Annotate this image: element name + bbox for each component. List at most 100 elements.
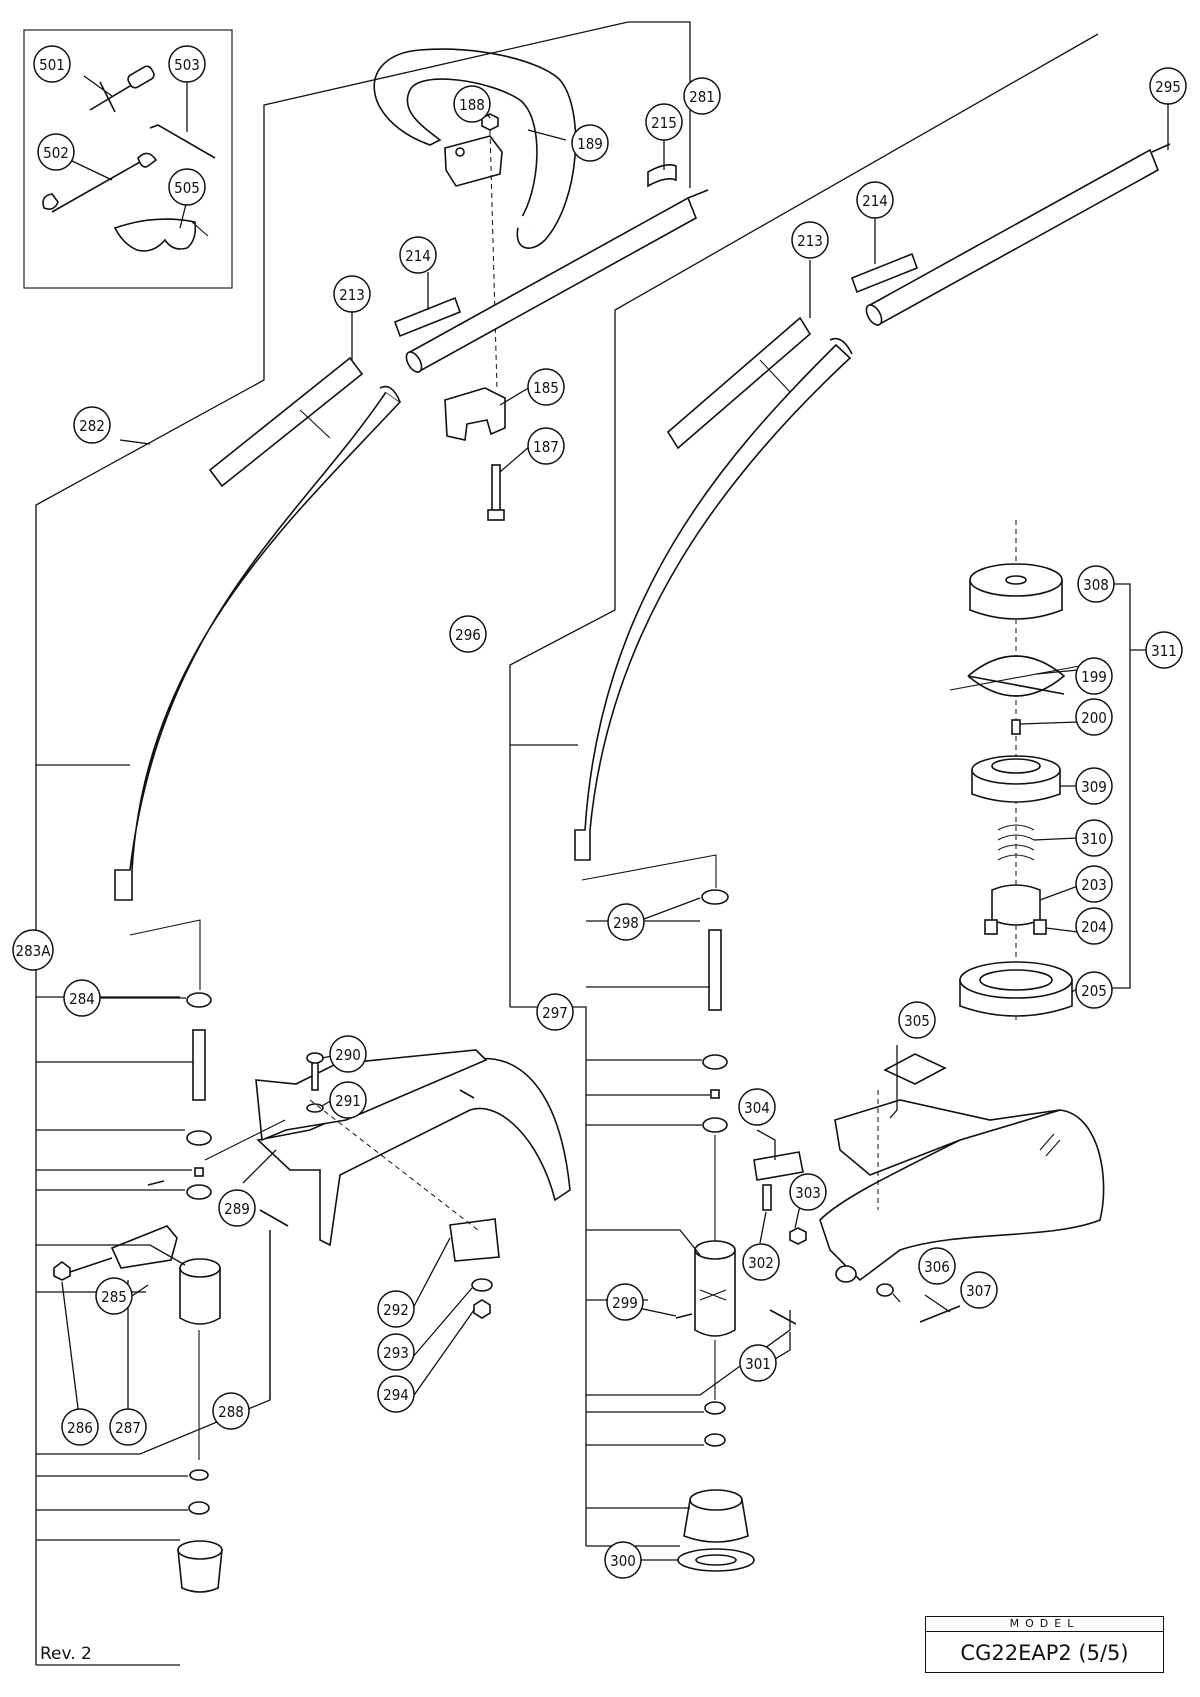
callout-297: 297 xyxy=(536,993,574,1031)
spanner-part xyxy=(42,152,158,213)
callout-203: 203 xyxy=(1075,865,1113,903)
callout-282: 282 xyxy=(73,406,111,444)
upper-shaft-left xyxy=(405,189,709,374)
callout-283A: 283A xyxy=(12,929,54,971)
callout-number: 205 xyxy=(1081,982,1107,1000)
callout-213a: 213 xyxy=(333,275,371,313)
model-number: CG22EAP2 (5/5) xyxy=(960,1641,1129,1665)
model-label: MODEL xyxy=(926,1617,1163,1632)
curved-shaft-right xyxy=(574,337,853,861)
callout-number: 309 xyxy=(1081,778,1107,796)
sticker-214-right xyxy=(850,252,919,294)
callout-number: 204 xyxy=(1081,918,1107,936)
callout-308: 308 xyxy=(1077,565,1115,603)
callout-306: 306 xyxy=(918,1247,956,1285)
callout-number: 188 xyxy=(459,96,485,114)
callout-number: 302 xyxy=(748,1254,774,1272)
callout-number: 295 xyxy=(1155,78,1181,96)
callout-number: 505 xyxy=(174,179,200,197)
handle-clamp-upper xyxy=(444,135,503,187)
callout-286: 286 xyxy=(61,1408,99,1446)
callout-number: 291 xyxy=(335,1092,361,1110)
callout-number: 303 xyxy=(795,1184,821,1202)
callout-number: 213 xyxy=(339,286,365,304)
grip-213-left xyxy=(208,356,364,488)
right-guard xyxy=(819,1099,1105,1283)
callout-204: 204 xyxy=(1075,907,1113,945)
trimmer-head xyxy=(949,520,1086,1020)
callout-number: 307 xyxy=(966,1282,992,1300)
callout-213b: 213 xyxy=(791,221,829,259)
callout-310: 310 xyxy=(1075,819,1113,857)
revision-label: Rev. 2 xyxy=(40,1644,92,1664)
callout-287: 287 xyxy=(109,1408,147,1446)
callout-501: 501 xyxy=(33,45,71,83)
callout-296: 296 xyxy=(449,615,487,653)
curved-shaft-left xyxy=(114,385,402,901)
handle-clamp-lower xyxy=(444,387,506,441)
right-stack xyxy=(677,889,755,1572)
callout-number: 300 xyxy=(610,1552,636,1570)
callout-281: 281 xyxy=(683,77,721,115)
callout-number: 502 xyxy=(43,144,69,162)
callout-number: 294 xyxy=(383,1386,409,1404)
callout-number: 298 xyxy=(613,914,639,932)
hex-key-part xyxy=(149,124,216,159)
callout-number: 285 xyxy=(101,1288,127,1306)
handle-nut xyxy=(481,113,499,131)
callout-298: 298 xyxy=(607,903,645,941)
callout-number: 215 xyxy=(651,114,677,132)
accessory-box xyxy=(23,29,233,289)
callout-200: 200 xyxy=(1075,698,1113,736)
callout-215: 215 xyxy=(645,103,683,141)
callout-number: 293 xyxy=(383,1344,409,1362)
left-stack xyxy=(177,992,223,1593)
callout-number: 503 xyxy=(174,56,200,74)
callout-number: 289 xyxy=(224,1200,250,1218)
left-guard xyxy=(255,1049,571,1247)
grip-213-right xyxy=(666,316,812,450)
callout-288: 288 xyxy=(212,1392,250,1430)
callout-number: 301 xyxy=(745,1355,771,1373)
callout-292: 292 xyxy=(377,1290,415,1328)
callout-284: 284 xyxy=(63,979,101,1017)
callout-301: 301 xyxy=(739,1344,777,1382)
callout-number: 213 xyxy=(797,232,823,250)
callout-199: 199 xyxy=(1075,657,1113,695)
callout-number: 311 xyxy=(1151,642,1177,660)
callout-299: 299 xyxy=(606,1283,644,1321)
callout-293: 293 xyxy=(377,1333,415,1371)
callout-number: 187 xyxy=(533,438,559,456)
callout-285: 285 xyxy=(95,1277,133,1315)
callout-number: 214 xyxy=(862,192,888,210)
callout-number: 283A xyxy=(16,942,52,960)
callout-number: 281 xyxy=(689,88,715,106)
callout-188: 188 xyxy=(453,85,491,123)
callout-number: 305 xyxy=(904,1012,930,1030)
callout-189: 189 xyxy=(571,124,609,162)
callout-503: 503 xyxy=(168,45,206,83)
callout-214b: 214 xyxy=(856,181,894,219)
callout-290: 290 xyxy=(329,1035,367,1073)
callout-number: 290 xyxy=(335,1046,361,1064)
model-title-block: MODEL CG22EAP2 (5/5) xyxy=(925,1616,1164,1673)
callout-311: 311 xyxy=(1145,631,1183,669)
callout-number: 306 xyxy=(924,1258,950,1276)
callout-number: 287 xyxy=(115,1419,141,1437)
callout-number: 282 xyxy=(79,417,105,435)
callout-number: 185 xyxy=(533,379,559,397)
callout-304: 304 xyxy=(738,1088,776,1126)
callout-number: 501 xyxy=(39,56,65,74)
callout-number: 296 xyxy=(455,626,481,644)
handle-bolt xyxy=(487,464,505,521)
callout-number: 304 xyxy=(744,1099,770,1117)
sticker-215 xyxy=(647,164,677,188)
callout-number: 308 xyxy=(1083,576,1109,594)
safety-glasses-part xyxy=(113,218,209,252)
callout-505: 505 xyxy=(168,168,206,206)
callout-294: 294 xyxy=(377,1375,415,1413)
box-wrench-part xyxy=(89,65,155,113)
callout-number: 288 xyxy=(218,1403,244,1421)
